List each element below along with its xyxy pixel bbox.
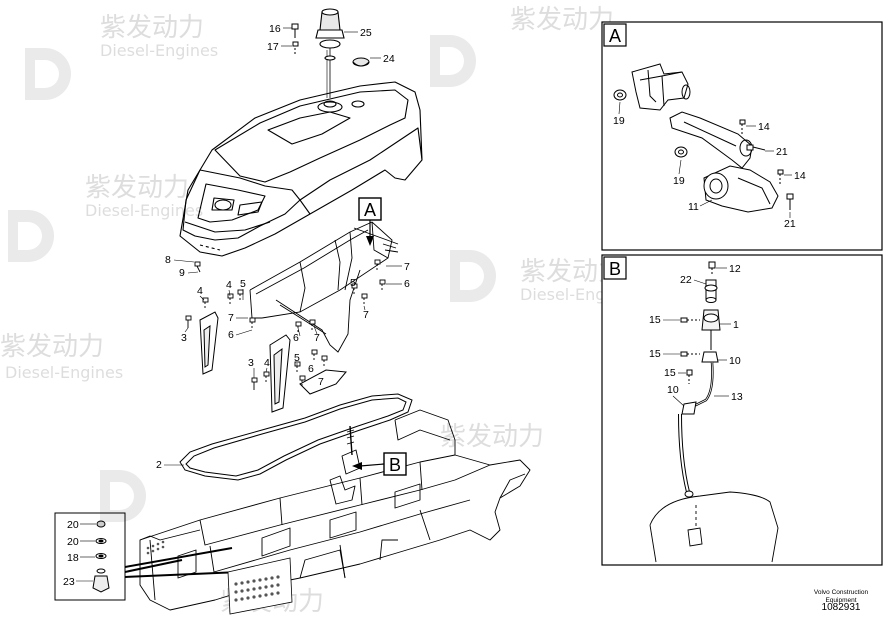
seal-strip-part-2 bbox=[179, 369, 413, 481]
reference-tag-b: B bbox=[352, 452, 407, 476]
callout-15: 15 bbox=[664, 367, 676, 379]
watermark-logo-icon bbox=[430, 35, 476, 87]
callout-19: 19 bbox=[613, 115, 625, 127]
callout-24: 24 bbox=[383, 53, 395, 65]
callout-6: 6 bbox=[308, 363, 314, 375]
watermark-cn: 紫发动力 bbox=[510, 5, 614, 35]
callout-6: 6 bbox=[404, 278, 410, 290]
callout-21: 21 bbox=[784, 218, 796, 230]
callout-5: 5 bbox=[240, 278, 246, 290]
detail-panel-a: A 19 bbox=[601, 21, 883, 251]
watermark-cn: 紫发动力 bbox=[85, 173, 189, 203]
svg-text:B: B bbox=[389, 455, 401, 475]
rotary-knob-part-25 bbox=[315, 8, 345, 98]
support-frame bbox=[249, 221, 399, 353]
callout-13: 13 bbox=[731, 391, 743, 403]
manufacturer-caption: Volvo Construction Equipment bbox=[796, 589, 886, 605]
watermark-en: Diesel-Engines bbox=[5, 363, 123, 382]
callout-8: 8 bbox=[165, 254, 171, 266]
left-grille bbox=[146, 540, 165, 555]
callout-3: 3 bbox=[248, 357, 254, 369]
callout-7: 7 bbox=[404, 261, 410, 273]
callout-7: 7 bbox=[363, 309, 369, 321]
callout-4: 4 bbox=[264, 357, 270, 369]
callout-11: 11 bbox=[688, 201, 699, 213]
callout-17: 17 bbox=[267, 41, 279, 53]
callout-5: 5 bbox=[294, 352, 300, 364]
watermark-logo-icon bbox=[8, 210, 54, 262]
watermark-logo-icon bbox=[100, 470, 146, 522]
screw-part-16 bbox=[291, 23, 299, 56]
callout-16: 16 bbox=[269, 23, 281, 35]
button-cap-part-24 bbox=[352, 57, 370, 67]
callout-6: 6 bbox=[228, 329, 234, 341]
callout-22: 22 bbox=[680, 274, 692, 286]
base-chassis bbox=[139, 409, 531, 611]
callout-7: 7 bbox=[318, 376, 324, 388]
side-bracket-left bbox=[199, 311, 219, 375]
console-hood bbox=[179, 81, 423, 257]
callout-15: 15 bbox=[649, 348, 661, 360]
detail-b-callouts: 12 22 15 1 15 10 15 10 13 bbox=[649, 263, 743, 407]
callout-14: 14 bbox=[794, 170, 806, 182]
fasteners bbox=[185, 259, 386, 390]
watermark-logo-icon bbox=[25, 48, 71, 100]
callout-4: 4 bbox=[226, 279, 232, 291]
callout-7: 7 bbox=[314, 332, 320, 344]
watermark-cn: 紫发动力 bbox=[0, 332, 104, 362]
callout-18: 18 bbox=[67, 552, 79, 564]
part-number: 1082931 bbox=[821, 602, 861, 613]
org-line-2: Equipment bbox=[825, 597, 857, 604]
callout-15: 15 bbox=[649, 314, 661, 326]
callout-5: 5 bbox=[350, 277, 356, 289]
callout-7: 7 bbox=[228, 312, 234, 324]
reference-tag-a: A bbox=[358, 197, 382, 246]
callout-21: 21 bbox=[776, 146, 788, 158]
callout-10: 10 bbox=[729, 355, 741, 367]
callout-14: 14 bbox=[758, 121, 770, 133]
callout-10: 10 bbox=[667, 384, 679, 396]
callout-20: 20 bbox=[67, 519, 79, 531]
side-bracket-right bbox=[269, 334, 291, 413]
vent-grille bbox=[227, 557, 293, 615]
watermark-en: Diesel-Engines bbox=[100, 41, 218, 60]
org-line-1: Volvo Construction bbox=[813, 589, 869, 596]
main-callouts: 16 17 25 24 8 9 5 4 4 7 3 6 6 7 3 4 5 6 bbox=[63, 23, 410, 588]
callout-9: 9 bbox=[179, 267, 185, 279]
watermark-cn: 紫发动力 bbox=[100, 13, 204, 43]
callout-23: 23 bbox=[63, 576, 75, 588]
detail-b-label: B bbox=[609, 259, 621, 279]
watermark-logo-icon bbox=[450, 250, 496, 302]
callout-20: 20 bbox=[67, 536, 79, 548]
callout-6: 6 bbox=[293, 332, 299, 344]
detail-box-dampers bbox=[54, 512, 241, 601]
callout-1: 1 bbox=[733, 319, 739, 331]
callout-3: 3 bbox=[181, 332, 187, 344]
watermark-en: Diesel-Engines bbox=[85, 201, 203, 220]
callout-4: 4 bbox=[197, 285, 203, 297]
callout-2: 2 bbox=[156, 459, 162, 471]
detail-a-callouts: 19 14 21 19 14 11 21 bbox=[613, 101, 806, 230]
detail-panel-b: B 1 bbox=[601, 254, 883, 566]
callout-19: 19 bbox=[673, 175, 685, 187]
detail-a-label: A bbox=[609, 26, 621, 46]
watermark-cn: 紫发动力 bbox=[440, 422, 544, 452]
callout-12: 12 bbox=[729, 263, 741, 275]
svg-text:A: A bbox=[364, 200, 376, 220]
callout-25: 25 bbox=[360, 27, 372, 39]
